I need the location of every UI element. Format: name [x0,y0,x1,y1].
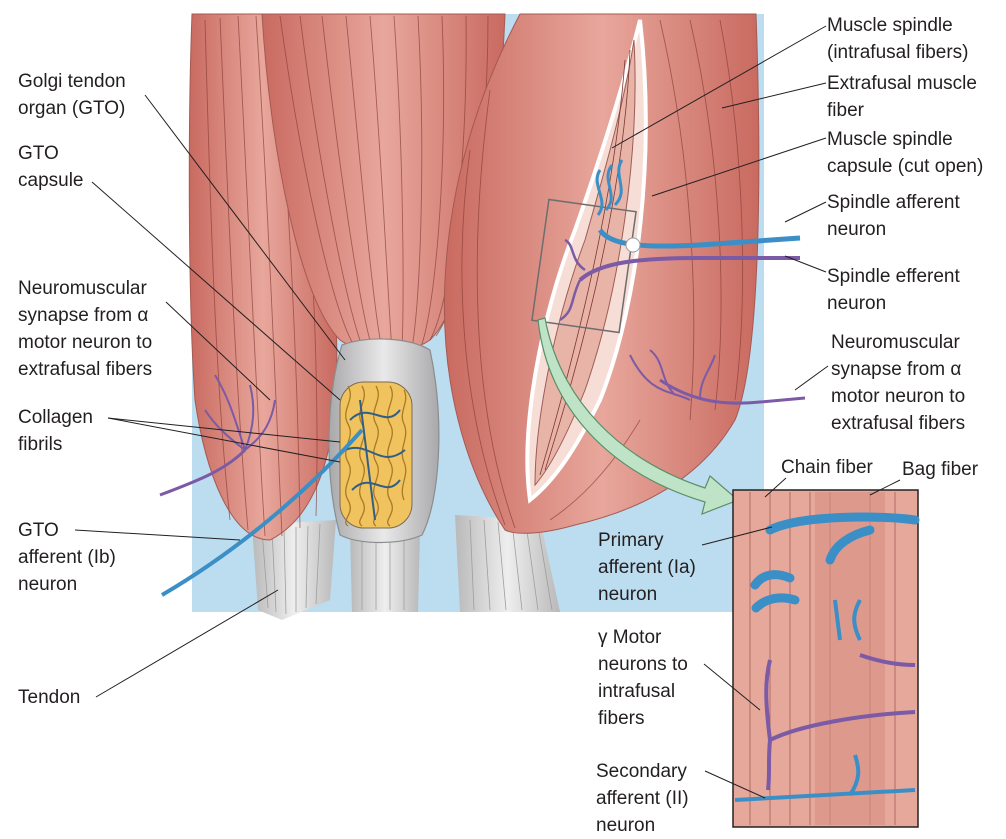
tendons [252,515,560,620]
label-tendon: Tendon [18,687,81,708]
label-spindle-efferent-neuron: Spindle efferent neuron [827,266,960,314]
label-extrafusal-muscle-fiber: Extrafusal muscle fiber [827,73,977,121]
spindle-efferent-nerve [559,238,800,322]
label-muscle-spindle-intrafusal: Muscle spindle (intrafusal fibers) [827,15,969,63]
label-gto-afferent-neuron: GTO afferent (Ib) neuron [18,520,116,595]
nm-synapse-right-nerve [629,349,806,405]
label-chain-fiber: Chain fiber [781,457,873,478]
inset-arrow [537,317,740,515]
label-gto-capsule: GTO capsule [18,143,84,191]
label-gamma-motor-neurons: γ Motor neurons to intrafusal fibers [598,627,688,729]
label-primary-afferent-neuron: Primary afferent (Ia) neuron [598,530,696,605]
label-neuromuscular-synapse-right: Neuromuscular synapse from α motor neuro… [831,332,966,434]
gto-afferent-nerve [160,428,364,597]
leader-lines [74,25,901,799]
label-spindle-afferent-neuron: Spindle afferent neuron [827,192,960,240]
label-collagen-fibrils: Collagen fibrils [18,407,93,455]
spindle-inset-box [531,198,637,334]
label-neuromuscular-synapse-left: Neuromuscular synapse from α motor neuro… [18,278,153,380]
spindle-inset-detail [732,489,920,828]
label-golgi-tendon-organ: Golgi tendon organ (GTO) [18,71,126,119]
label-muscle-spindle-capsule: Muscle spindle capsule (cut open) [827,129,984,177]
label-secondary-afferent-neuron: Secondary afferent (II) neuron [596,761,689,836]
gto-nerve-branches [344,399,406,521]
label-bag-fiber: Bag fiber [902,459,979,480]
